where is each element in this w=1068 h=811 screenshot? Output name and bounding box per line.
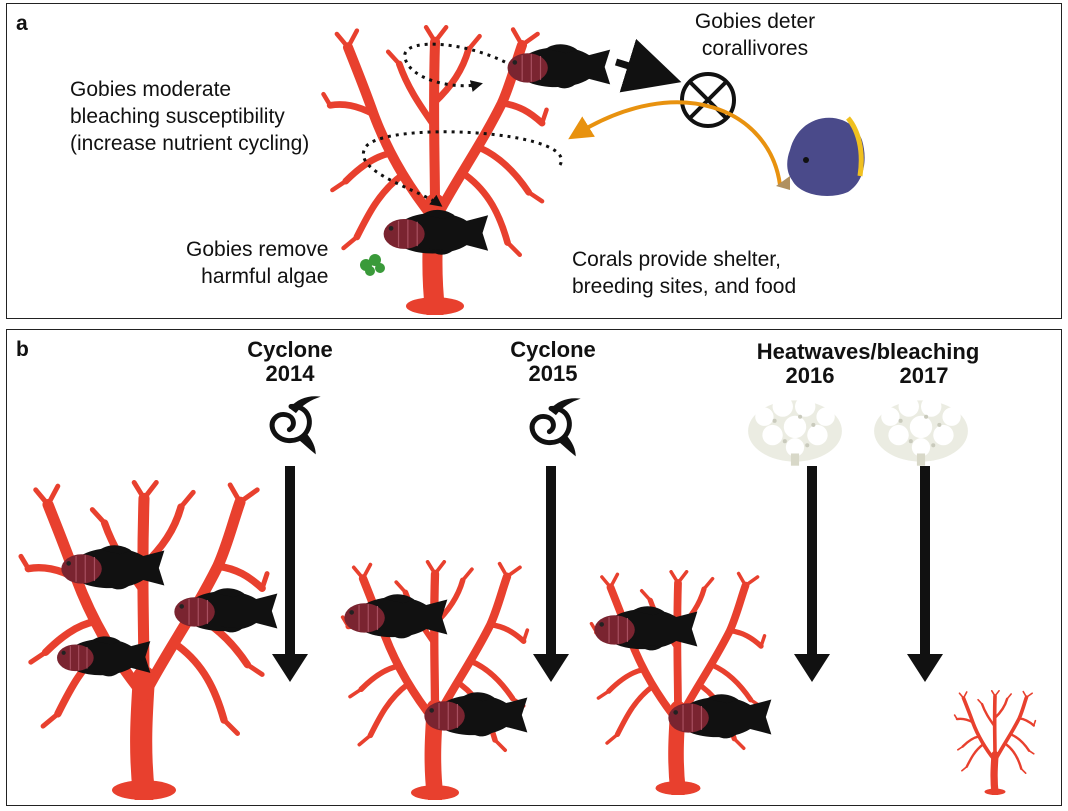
bleaching-text: Gobies moderate bleaching susceptibility…	[70, 76, 309, 157]
butterflyfish-icon	[776, 116, 865, 196]
bleaching-line-3: (increase nutrient cycling)	[70, 132, 310, 155]
coral-2015	[343, 562, 528, 800]
algae-line-2: harmful algae	[201, 265, 329, 288]
deter-text: Gobies deter corallivores	[680, 8, 830, 62]
goby-2014-a	[60, 545, 165, 591]
bleached-coral-icon-2017	[874, 396, 968, 466]
event-label: Cyclone	[247, 337, 333, 362]
event-year-2016: 2016	[785, 363, 835, 388]
event-year: 2014	[265, 361, 315, 386]
event-cyclone-2014: Cyclone 2014	[230, 338, 350, 386]
event-year-2017: 2017	[899, 363, 949, 388]
panel-b: b	[6, 329, 1062, 806]
bleached-coral-icon-2016	[748, 396, 842, 466]
shelter-line-1: Corals provide shelter,	[572, 248, 781, 271]
event-arrows	[272, 466, 943, 682]
deter-line-2: corallivores	[701, 37, 809, 60]
algae-line-1: Gobies remove	[186, 238, 329, 261]
panel-a-letter: a	[16, 12, 28, 35]
event-cyclone-2015: Cyclone 2015	[493, 338, 613, 386]
nutrient-loop-lower	[361, 130, 563, 207]
goby-2016-a	[593, 606, 698, 652]
coral-2014	[21, 482, 267, 800]
algae-icon	[360, 254, 385, 276]
nutrient-loop-upper	[403, 42, 506, 92]
deter-cross-icon	[680, 72, 736, 128]
shelter-text: Corals provide shelter, breeding sites, …	[572, 246, 796, 300]
goby-bottom	[382, 209, 489, 256]
deter-arrow	[614, 38, 682, 93]
bleaching-line-2: bleaching susceptibility	[70, 105, 285, 128]
goby-2016-b	[667, 694, 772, 740]
event-year: 2015	[528, 361, 578, 386]
bleaching-line-1: Gobies moderate	[70, 78, 232, 101]
event-label: Cyclone	[510, 337, 596, 362]
event-heatwaves-label: Heatwaves/bleaching	[756, 339, 980, 364]
corallivore-arrow	[568, 100, 782, 186]
algae-text: Gobies remove harmful algae	[186, 236, 328, 290]
goby-2014-b	[173, 588, 278, 634]
coral-2016	[591, 572, 764, 795]
deter-line-1: Gobies deter	[694, 10, 816, 33]
cyclone-icon-2015	[532, 398, 581, 456]
shelter-line-2: breeding sites, and food	[572, 275, 797, 298]
coral-2017	[955, 691, 1036, 795]
panel-b-letter: b	[16, 338, 29, 361]
cyclone-icon-2014	[272, 396, 321, 454]
